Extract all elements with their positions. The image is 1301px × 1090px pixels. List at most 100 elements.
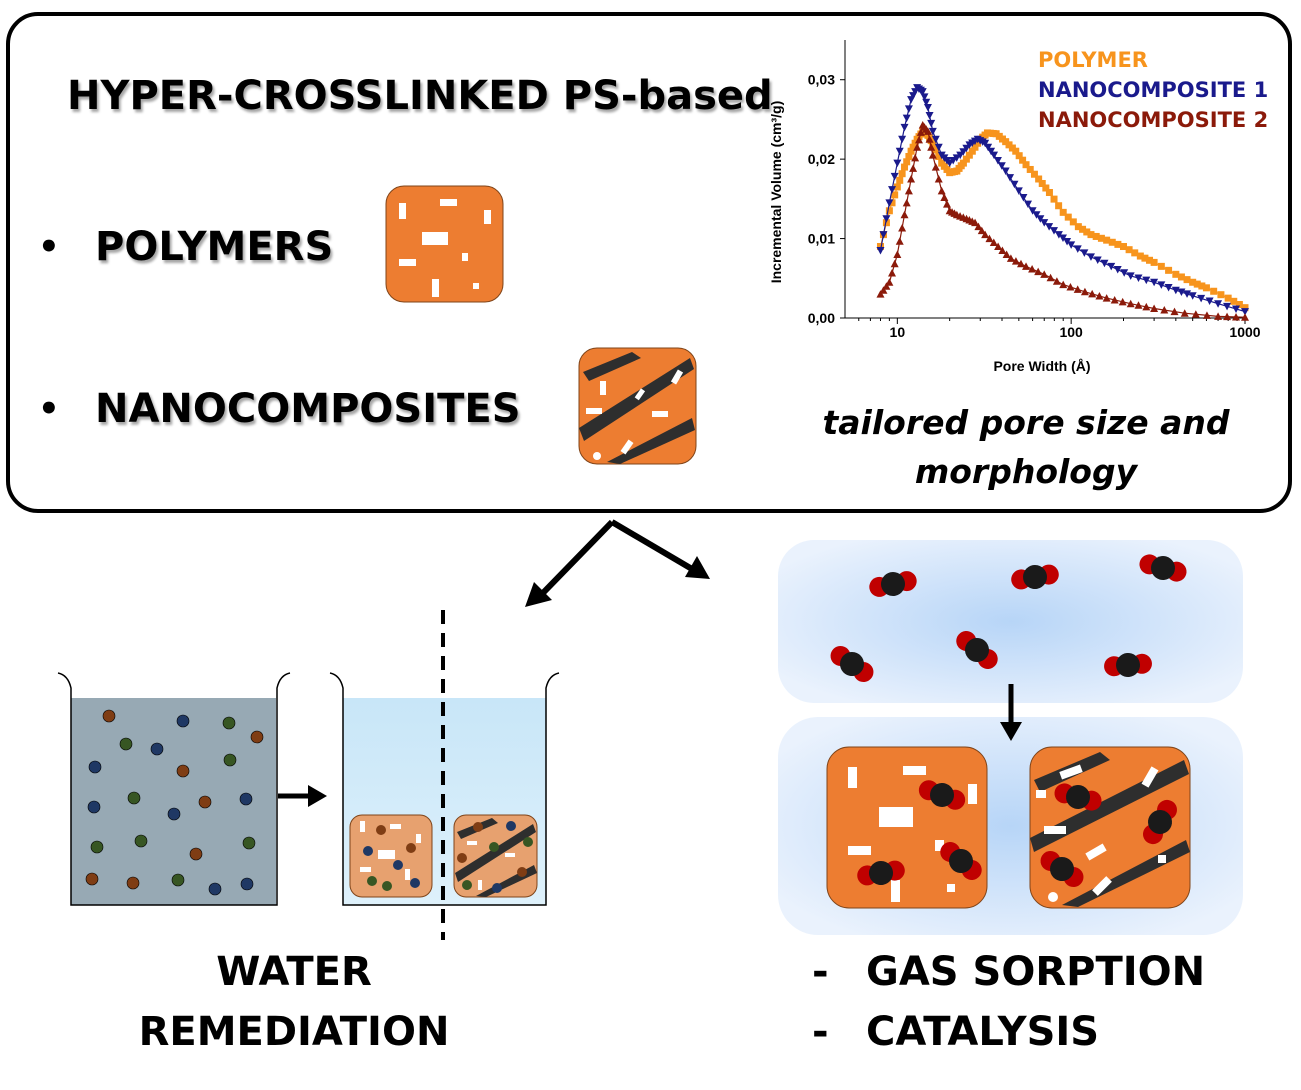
data-point [981,139,990,148]
gas-dash: - [812,949,829,995]
data-point [1036,215,1045,223]
data-point [1100,259,1109,268]
data-point [1217,291,1225,299]
data-point [885,199,894,207]
data-point [934,175,943,183]
sorbent-polymer-in-water [349,814,433,898]
data-point [898,135,907,144]
data-point [1232,305,1241,313]
data-point [1086,253,1095,261]
data-point [1177,273,1185,281]
data-point [876,243,884,251]
data-point [1011,257,1020,265]
data-point [895,237,904,245]
data-point [1063,237,1072,246]
data-point [1142,302,1151,311]
data-point [913,143,922,151]
data-point [990,151,999,160]
data-point [925,111,934,120]
data-point [1191,310,1200,318]
data-point [1241,304,1249,312]
data-point [971,143,979,151]
data-point [1114,240,1122,248]
bullet-marker-nanocomposites: • [38,389,60,429]
data-point [977,226,986,235]
data-point [898,170,906,178]
data-point [1118,297,1127,306]
data-point [1055,202,1063,210]
data-point [1050,227,1059,235]
data-point [974,139,982,147]
data-point [1022,161,1030,169]
data-point [895,147,904,156]
bullet-nanocomposites-label: NANOCOMPOSITES [95,386,521,432]
data-point [1210,287,1218,295]
data-point [891,191,899,199]
data-point [890,259,899,268]
data-point [937,186,946,195]
data-point [890,172,899,181]
y-tick-label: 0,03 [808,72,835,88]
data-point [1141,254,1149,262]
data-point [1131,249,1139,257]
data-point [1080,287,1089,296]
data-point [1019,194,1028,202]
data-point [1026,165,1034,173]
data-point [959,159,967,167]
data-point [1097,234,1105,242]
data-point [943,200,952,208]
data-point [1214,300,1223,308]
pollutant-particles [85,709,264,896]
data-point [1083,228,1091,236]
data-point [1034,267,1043,276]
series-nanocomposite-1 [876,84,1249,316]
top-panel-frame [6,12,1292,513]
data-point [1134,274,1143,283]
data-point [1107,262,1116,271]
data-point [1205,297,1214,306]
data-point [1198,282,1206,290]
data-point [879,231,888,239]
data-point [896,176,904,184]
data-point [1165,266,1173,274]
data-point [1223,312,1232,321]
data-point [1223,302,1232,311]
data-point [1093,256,1102,265]
series-polymer [876,127,1249,312]
data-point [1197,294,1206,303]
data-point [923,127,932,135]
data-point [915,135,924,144]
data-point [1095,292,1104,300]
data-point [1108,238,1116,246]
data-point [1001,167,1010,176]
data-point [1180,309,1189,317]
data-point [904,105,913,113]
data-point [1040,270,1049,278]
data-point [888,186,897,194]
data-point [1012,147,1020,155]
sorbent-nanocomposite-in-water [453,814,538,898]
data-point [1002,250,1011,258]
water-label-line-2: REMEDIATION [139,1009,450,1055]
data-point [1119,243,1127,251]
data-point [1079,225,1087,233]
data-point [1038,180,1046,188]
data-point [916,128,925,136]
data-point [1142,276,1151,285]
y-tick-label: 0,00 [808,310,835,326]
data-point [1136,252,1144,260]
series-nanocomposite-2 [876,120,1249,321]
data-point [1045,189,1053,197]
data-point [1102,294,1111,302]
data-point [1032,211,1041,219]
data-point [1160,306,1169,314]
chart-series [876,84,1249,321]
legend-nanocomposite-2: NANOCOMPOSITE 2 [1038,108,1268,132]
data-point [1022,262,1031,270]
data-point [888,268,897,277]
data-point [1103,236,1111,244]
data-point [993,156,1002,165]
data-point [904,186,913,195]
data-point [882,282,891,290]
data-point [918,88,927,96]
